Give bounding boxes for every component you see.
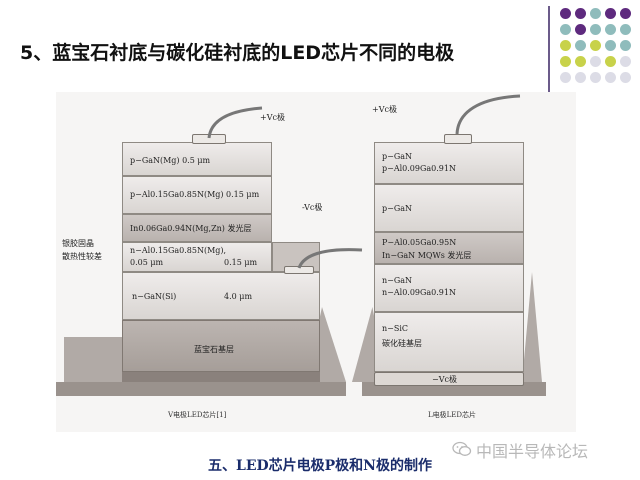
right-layer-p-algan-label: P−Al0.05Ga0.95N [382, 238, 457, 247]
left-mid-electrode-label: -Vc极 [302, 203, 323, 212]
right-layer-n-gan [374, 264, 524, 312]
decorative-dot [575, 72, 586, 83]
decorative-dot [590, 56, 601, 67]
right-layer-n-gan-label: n−GaN [382, 276, 413, 285]
left-layer-p-algan [122, 176, 272, 214]
right-layer-mqw [374, 232, 524, 264]
decorative-dot [590, 72, 601, 83]
decorative-dot [620, 24, 631, 35]
decorative-dot [575, 8, 586, 19]
left-layer-ingan-label: In0.06Ga0.94N(Mg,Zn) 发光层 [130, 224, 252, 233]
decorative-dot [620, 72, 631, 83]
decorative-dot [575, 40, 586, 51]
decorative-dot [590, 8, 601, 19]
decorative-dot [590, 40, 601, 51]
decorative-dot [560, 56, 571, 67]
led-chip-diagram: 蓝宝石基层 n−GaN(Si) 4.0 μm n−Al0.15Ga0.85N(M… [56, 92, 576, 432]
decorative-dot [620, 8, 631, 19]
right-chip-caption: L电极LED芯片 [428, 411, 477, 419]
decorative-dot [560, 72, 571, 83]
left-chip-caption: V电极LED芯片[1] [168, 411, 227, 419]
right-layer-mqw-label: In−GaN MQWs 发光层 [382, 251, 472, 260]
right-layer-p-gan-2 [374, 184, 524, 232]
left-layer-ingan [122, 214, 272, 242]
left-top-wire [207, 106, 263, 139]
right-layer-n-algan-label: n−Al0.09Ga0.91N [382, 288, 456, 297]
right-layer-p-algan-top-label: p−Al0.09Ga0.91N [382, 164, 456, 173]
decorative-dot [605, 56, 616, 67]
right-layer-p-gan [374, 142, 524, 184]
right-top-electrode-label: +Vc极 [372, 105, 397, 114]
left-layer-n-algan-thickness: 0.15 μm [224, 258, 258, 267]
decorative-dot [620, 56, 631, 67]
left-layer-n-algan [122, 242, 272, 272]
right-bottom-electrode-label: −Vc极 [432, 375, 457, 384]
decorative-dot [560, 8, 571, 19]
left-layer-p-gan [122, 142, 272, 176]
left-mid-wire [297, 248, 363, 269]
watermark-text: 中国半导体论坛 [476, 442, 589, 461]
title-rule [548, 6, 550, 106]
left-base-floor [56, 382, 346, 396]
right-top-wire [455, 94, 521, 135]
decorative-dot [560, 40, 571, 51]
left-layer-n-gan [122, 272, 320, 320]
decorative-dot [605, 40, 616, 51]
right-layer-p-gan-label: p−GaN [382, 152, 412, 161]
left-substrate-layer [122, 320, 320, 372]
right-layer-n-sic-label: n−SiC [382, 324, 409, 333]
decorative-dot [605, 8, 616, 19]
decorative-dot [590, 24, 601, 35]
bottom-section-title: 五、LED芯片电极P极和N极的制作 [208, 458, 432, 474]
left-layer-n-algan-label: n−Al0.15Ga0.85N(Mg), [130, 246, 227, 255]
decorative-dot [575, 56, 586, 67]
right-bottom-electrode [374, 372, 524, 386]
left-layer-p-algan-label: p−Al0.15Ga0.85N(Mg) 0.15 μm [130, 190, 260, 199]
decorative-dot [560, 24, 571, 35]
left-layer-n-gan-label: n−GaN(Si) [132, 292, 177, 301]
decorative-dot [605, 24, 616, 35]
right-layer-sic-substrate-label: 碳化硅基层 [382, 339, 422, 348]
decorative-dot-grid [560, 8, 640, 98]
decorative-dot [605, 72, 616, 83]
left-top-electrode-label: +Vc极 [260, 113, 285, 122]
left-substrate-label: 蓝宝石基层 [194, 345, 234, 354]
right-top-electrode [444, 134, 472, 144]
left-layer-p-gan-label: p−GaN(Mg) 0.5 μm [130, 156, 211, 165]
left-base-strip [122, 372, 320, 382]
left-side-note-line-1: 银胶固晶 [62, 239, 94, 248]
right-layer-n-sic [374, 312, 524, 372]
decorative-dot [620, 40, 631, 51]
wechat-icon [452, 441, 472, 456]
decorative-dot [575, 24, 586, 35]
left-layer-n-gan-thickness: 4.0 μm [224, 292, 253, 301]
right-layer-p-gan-2-label: p−GaN [382, 204, 412, 213]
right-glue-right [522, 272, 542, 382]
left-side-note-line-2: 散热性较差 [62, 252, 102, 261]
left-layer-n-algan-sub: 0.05 μm [130, 258, 164, 267]
left-side-note: 银胶固晶 散热性较差 [62, 237, 102, 263]
slide-title: 5、蓝宝石衬底与碳化硅衬底的LED芯片不同的电极 [20, 42, 455, 64]
